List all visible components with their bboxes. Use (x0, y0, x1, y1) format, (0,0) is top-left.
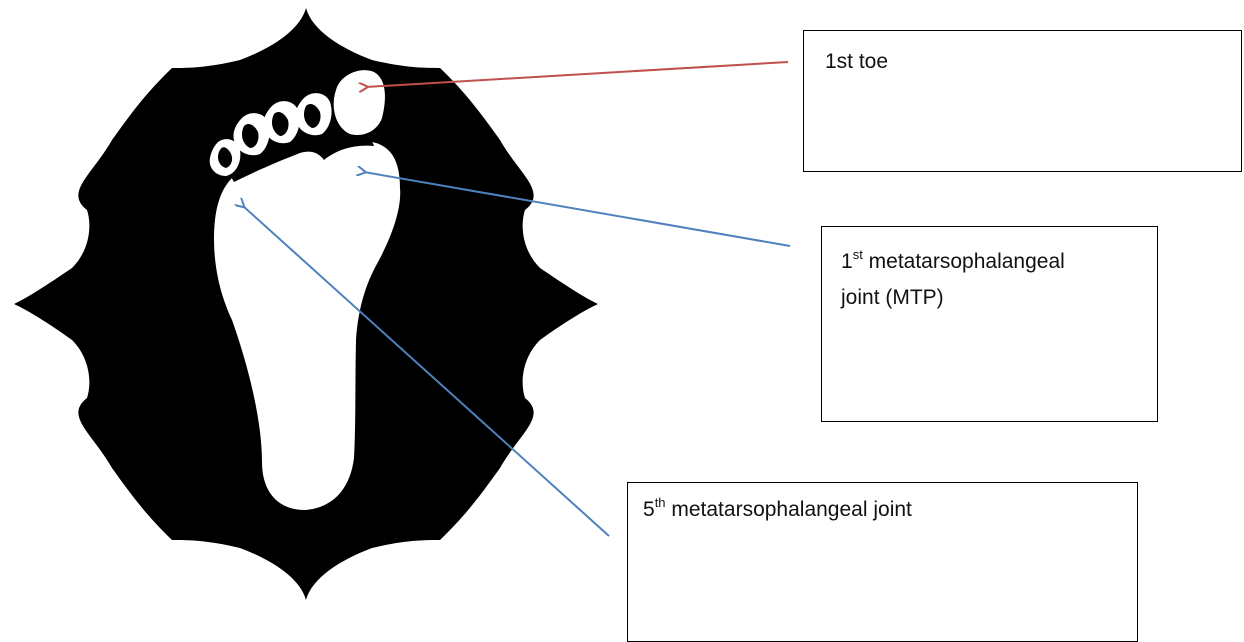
mtp1-label-text1: metatarsophalangeal (868, 250, 1065, 273)
toe-label-box: 1st toe (803, 30, 1242, 172)
mtp1-label-line2: joint (MTP) (841, 286, 944, 309)
toe-icon (263, 101, 300, 144)
mtp1-number: 1 (841, 250, 853, 273)
toe-arrow (366, 61, 789, 87)
toe-label: 1st toe (825, 50, 889, 73)
toe-icon (295, 93, 332, 136)
mtp5-label-text: metatarsophalangeal joint (671, 498, 912, 521)
mtp1-label-line1: 1st metatarsophalangeal (841, 244, 1157, 280)
mtp1-ordinal: st (852, 247, 863, 262)
mtp5-label-box: 5th metatarsophalangeal joint (627, 482, 1138, 642)
mtp1-label-box: 1st metatarsophalangeal joint (MTP) (821, 226, 1158, 422)
toe-gap-icon (230, 140, 374, 182)
mtp5-arrow (243, 206, 610, 537)
toe-icon (233, 113, 270, 156)
mtp5-number: 5 (643, 498, 655, 521)
foot-silhouette-icon (214, 141, 401, 510)
toe-icon (209, 139, 241, 176)
mtp5-ordinal: th (654, 495, 666, 510)
mtp1-arrow (364, 172, 791, 247)
